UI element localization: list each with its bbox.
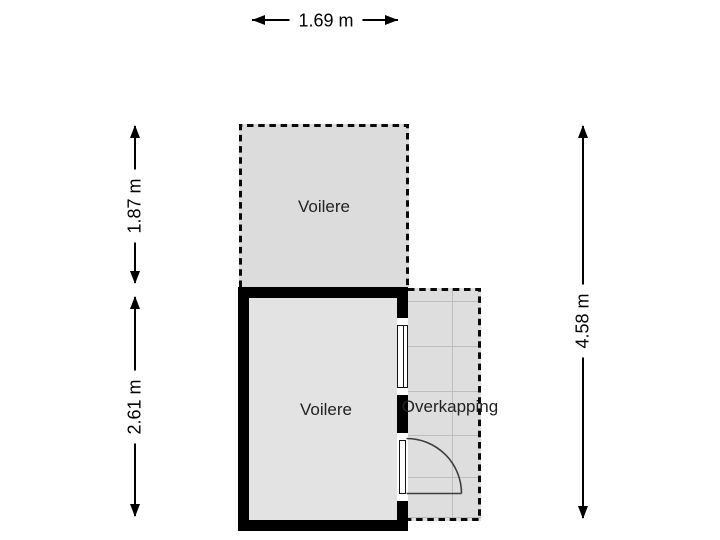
door-panel [399, 440, 406, 494]
tile-grid-line [408, 391, 481, 392]
room-voilere-lower-walls [238, 287, 408, 531]
room-label-voilere-upper: Voilere [298, 197, 350, 216]
tile-grid-line [408, 301, 481, 302]
tile-grid-line [408, 517, 481, 518]
arrowhead-down-icon [130, 504, 140, 517]
dimension-label-left-upper: 1.87 m [123, 169, 147, 243]
window-glazing [397, 325, 408, 388]
arrowhead-down-icon [130, 271, 140, 284]
room-label-overkapping: Overkapping [401, 397, 499, 416]
door-opening [397, 433, 408, 501]
tile-grid-line [408, 435, 481, 436]
dimension-label-right: 4.58 m [571, 284, 595, 358]
tile-grid-line [408, 477, 481, 478]
arrowhead-up-icon [130, 296, 140, 309]
dimension-label-top: 1.69 m [289, 9, 363, 33]
dimension-label-left-lower: 2.61 m [123, 370, 147, 444]
arrowhead-down-icon [578, 506, 588, 519]
arrowhead-up-icon [578, 125, 588, 138]
tile-grid-line [408, 346, 481, 347]
window-symbol [397, 318, 408, 395]
arrowhead-right-icon [385, 15, 398, 25]
window-mullion [402, 326, 404, 387]
room-label-voilere-lower: Voilere [300, 400, 352, 419]
arrowhead-up-icon [130, 125, 140, 138]
arrowhead-left-icon [252, 15, 265, 25]
